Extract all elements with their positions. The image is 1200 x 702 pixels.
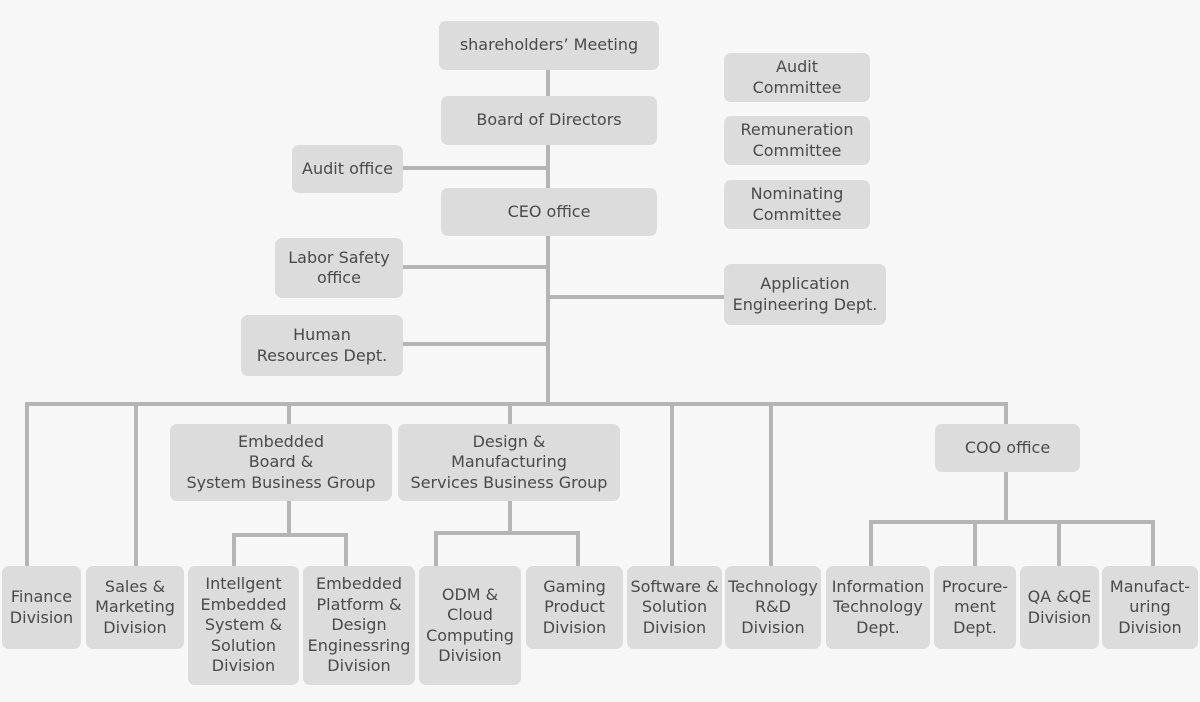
node-nominating-committee: Nominating Committee [724,180,870,229]
line-dms-group-split [434,499,580,568]
node-odm-cloud-division: ODM & Cloud Computing Division [419,566,521,685]
node-dms-group: Design & Manufacturing Services Business… [398,424,620,501]
node-procurement-dept: Procure- ment Dept. [934,566,1016,649]
node-coo-office: COO office [935,424,1080,472]
node-embedded-board-group: Embedded Board & System Business Group [170,424,392,501]
node-finance-division: Finance Division [2,566,81,649]
node-board-of-directors: Board of Directors [441,96,657,145]
node-remuneration-committee: Remuneration Committee [724,116,870,165]
node-qa-qe-division: QA &QE Division [1020,566,1099,649]
node-labor-safety-office: Labor Safety office [275,238,403,298]
node-application-engineering: Application Engineering Dept. [724,264,886,325]
node-audit-committee: Audit Committee [724,53,870,102]
node-technology-rd-division: Technology R&D Division [725,566,821,649]
node-embedded-platform-division: Embedded Platform & Design Enginessring … [303,566,415,685]
node-human-resources: Human Resources Dept. [241,315,403,376]
node-software-solution-division: Software & Solution Division [627,566,722,649]
node-intelligent-embedded-division: Intellgent Embedded System & Solution Di… [188,566,299,685]
line-embedded-group-split [232,499,348,568]
node-ceo-office: CEO office [441,188,657,236]
node-shareholders-meeting: shareholders’ Meeting [439,21,659,70]
node-gaming-product-division: Gaming Product Division [526,566,623,649]
node-audit-office: Audit office [292,145,403,193]
node-manufacturing-division: Manufact- uring Division [1102,566,1198,649]
line-coo-split [869,470,1155,568]
node-sales-marketing-division: Sales & Marketing Division [86,566,184,649]
node-information-technology-dept: Information Technology Dept. [826,566,930,649]
